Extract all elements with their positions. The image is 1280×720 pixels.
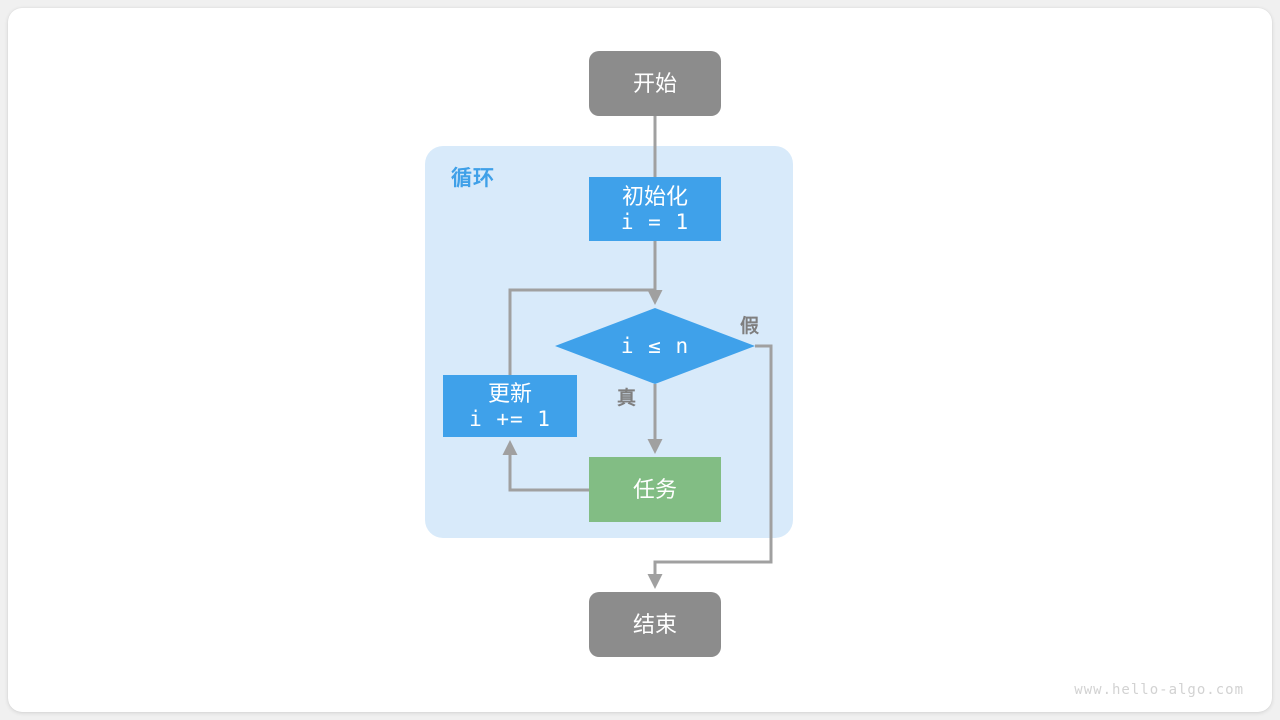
node-start-label: 开始 bbox=[632, 70, 677, 96]
watermark: www.hello-algo.com bbox=[1074, 682, 1244, 698]
node-update-label: 更新 bbox=[487, 380, 532, 406]
edge-label-true: 真 bbox=[617, 388, 637, 409]
node-end[interactable]: 结束 bbox=[589, 592, 721, 657]
node-task-label: 任务 bbox=[632, 476, 677, 502]
loop-container-label: 循环 bbox=[451, 167, 495, 190]
node-end-label: 结束 bbox=[632, 611, 677, 637]
node-condition-label: i ≤ n bbox=[620, 334, 690, 358]
node-initialize[interactable]: 初始化 i = 1 bbox=[589, 177, 721, 241]
node-initialize-label: 初始化 bbox=[621, 183, 688, 209]
node-update[interactable]: 更新 i += 1 bbox=[443, 375, 577, 437]
node-start[interactable]: 开始 bbox=[589, 51, 721, 116]
node-update-code: i += 1 bbox=[469, 406, 551, 431]
node-task[interactable]: 任务 bbox=[589, 457, 721, 522]
node-condition[interactable]: i ≤ n bbox=[555, 308, 755, 384]
node-initialize-code: i = 1 bbox=[620, 209, 690, 234]
edge-label-false: 假 bbox=[740, 316, 760, 337]
